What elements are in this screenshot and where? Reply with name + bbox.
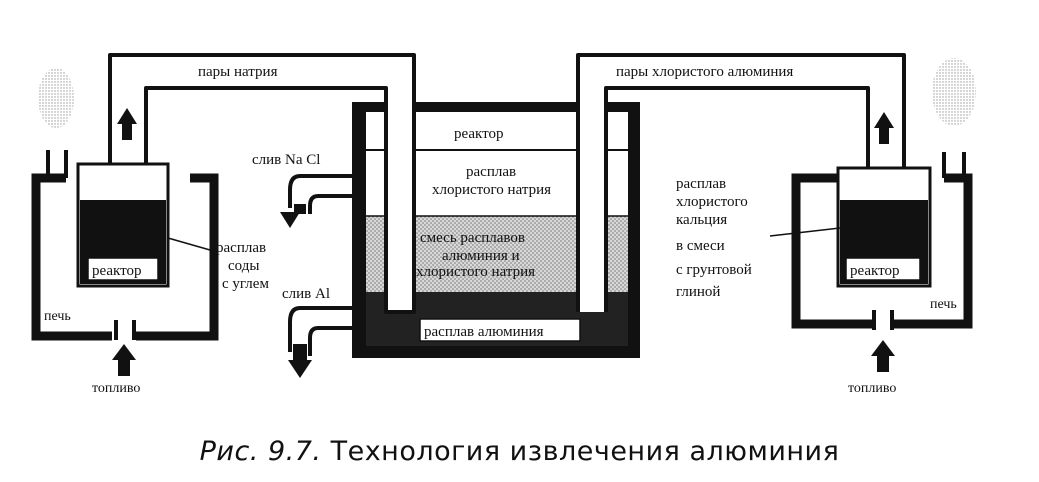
figure-number: Рис. 9.7. <box>199 436 322 467</box>
label-cacl-3: кальция <box>676 212 727 228</box>
left-smoke-icon <box>38 68 74 128</box>
label-aluminum-chloride-vapor: пары хлористого алюминия <box>616 64 793 80</box>
right-exhaust <box>932 58 976 178</box>
label-soda-melt-1: расплав <box>216 240 266 256</box>
label-aluminum-melt: расплав алюминия <box>424 324 544 340</box>
label-cacl-4: в смеси <box>676 238 725 254</box>
label-right-furnace: печь <box>930 297 957 312</box>
drain-al-arrow-icon <box>288 360 312 378</box>
left-exhaust <box>38 68 74 178</box>
label-central-reactor: реактор <box>454 126 503 142</box>
sodium-vapor-pipe <box>108 53 416 314</box>
label-left-furnace: печь <box>44 309 71 324</box>
figure-caption: Рис. 9.7. Технология извлечения алюминия <box>0 436 1039 467</box>
left-vapor-up-arrow-icon <box>117 108 137 124</box>
right-fuel-up-arrow-icon <box>871 340 895 356</box>
figure-title: Технология извлечения алюминия <box>330 436 840 467</box>
label-cacl-6: глиной <box>676 284 720 300</box>
label-sodium-vapor: пары натрия <box>198 64 278 80</box>
left-furnace <box>31 162 219 341</box>
drain-al-pipe <box>288 306 352 378</box>
label-drain-nacl: слив Na Cl <box>252 152 320 168</box>
label-left-reactor: реактор <box>92 263 141 279</box>
label-mixture-3: хлористого натрия <box>416 264 535 280</box>
label-nacl-melt-1: расплав <box>466 164 516 180</box>
drain-nacl-pipe <box>280 174 352 228</box>
right-furnace <box>769 166 973 330</box>
label-mixture-1: смесь расплавов <box>420 230 525 246</box>
left-fuel-up-arrow-icon <box>112 344 136 360</box>
label-mixture-2: алюминия и <box>442 248 520 264</box>
label-left-fuel: топливо <box>92 381 140 396</box>
label-cacl-2: хлористого <box>676 194 748 210</box>
label-cacl-5: с грунтовой <box>676 262 752 278</box>
label-right-reactor: реактор <box>850 263 899 279</box>
label-cacl-1: расплав <box>676 176 726 192</box>
label-drain-al: слив Al <box>282 286 330 302</box>
right-vapor-up-arrow-icon <box>874 112 894 128</box>
label-nacl-melt-2: хлористого натрия <box>432 182 551 198</box>
drain-nacl-arrow-icon <box>280 212 300 228</box>
label-soda-melt-3: с углем <box>222 276 269 292</box>
label-right-fuel: топливо <box>848 381 896 396</box>
right-smoke-icon <box>932 58 976 126</box>
label-soda-melt-2: соды <box>228 258 259 274</box>
